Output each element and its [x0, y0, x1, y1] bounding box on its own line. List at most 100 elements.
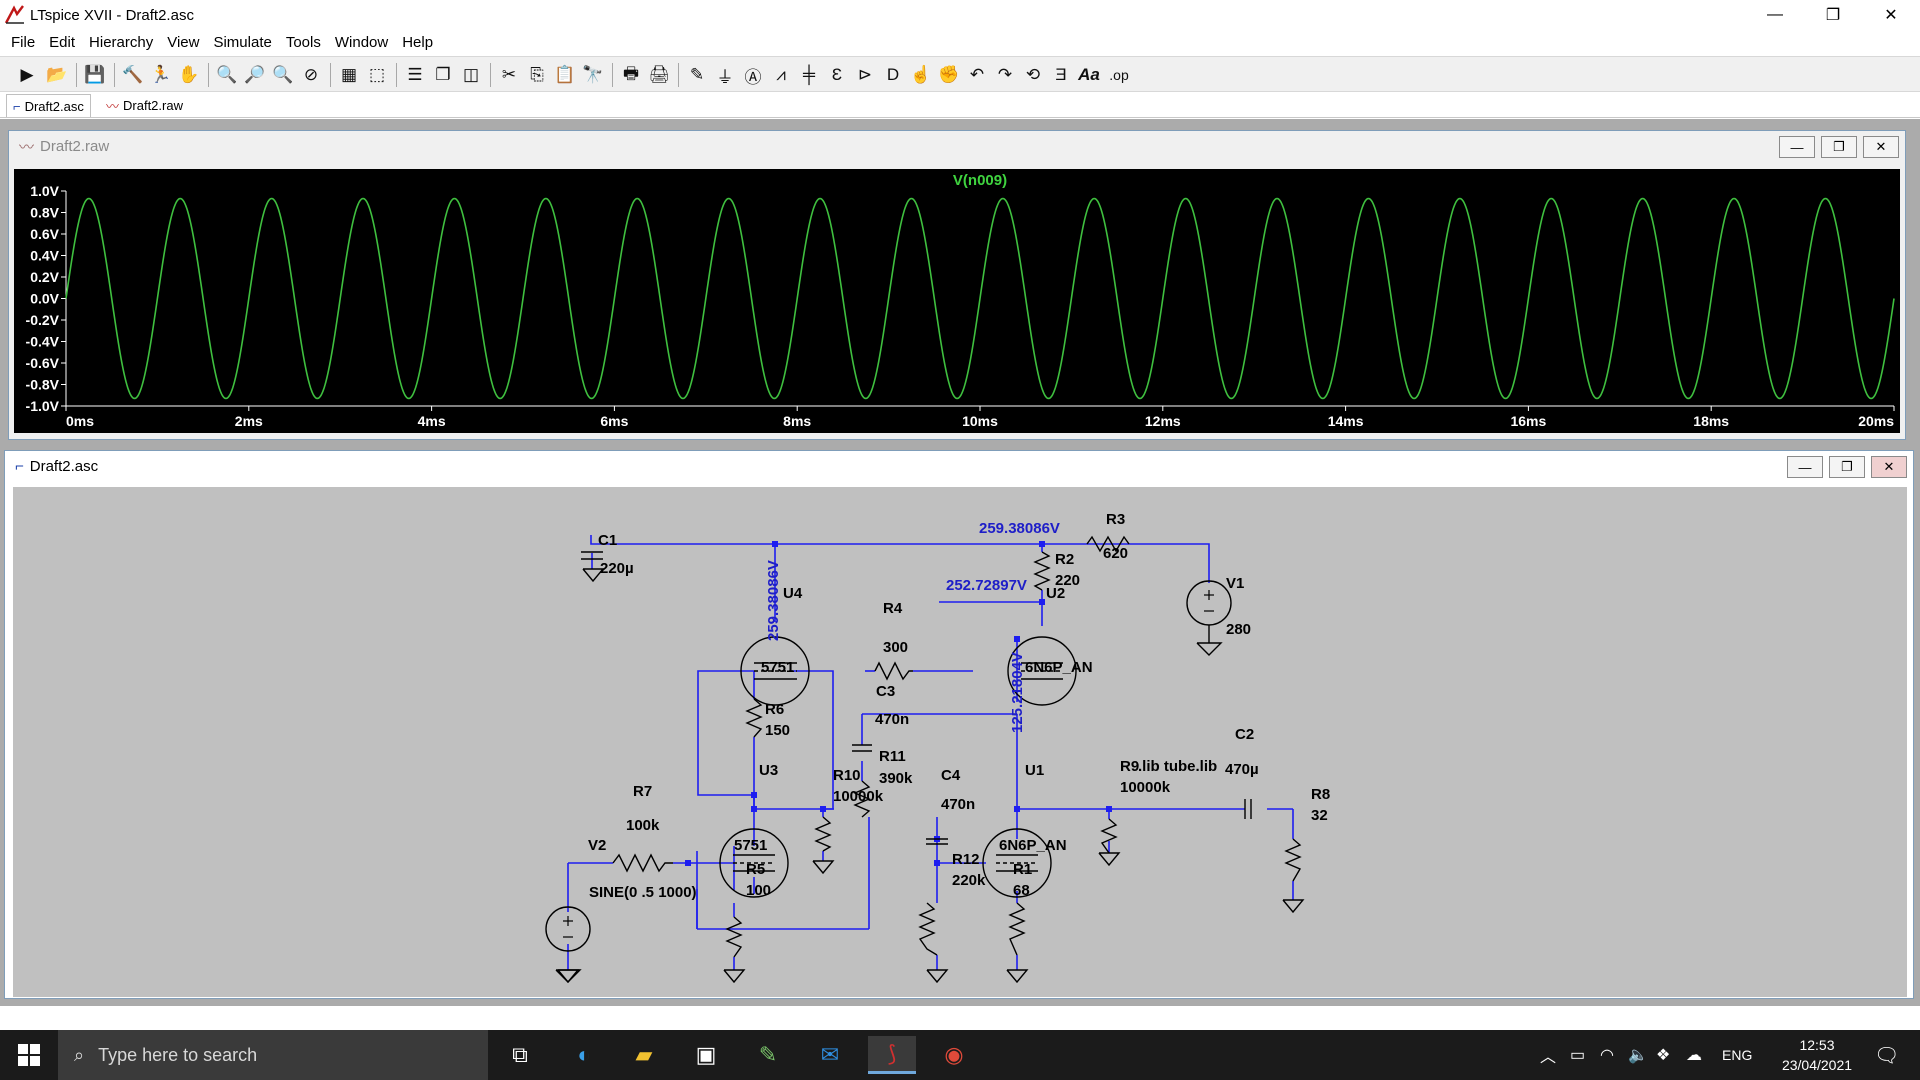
spice-directive[interactable]: .lib tube.lib	[1138, 758, 1217, 775]
menu-hierarchy[interactable]: Hierarchy	[89, 33, 154, 51]
value-r4[interactable]: 300	[883, 639, 908, 656]
value-c1[interactable]: 220µ	[600, 560, 634, 577]
zoom-out-icon[interactable]: 🔍	[272, 65, 294, 84]
schematic-canvas[interactable]: C1 220µ U4 5751 R4 300 R2 220 U2 6N6P_AN…	[13, 487, 1907, 997]
waveform-plot[interactable]: V(n009) 1.0V0.8V0.6V0.4V0.2V0.0V-0.2V-0.…	[14, 169, 1900, 433]
tile-horizontal-icon[interactable]: ☰	[407, 65, 423, 84]
value-r1[interactable]: 68	[1013, 882, 1030, 899]
schematic-window-titlebar[interactable]: ⌐ Draft2.asc	[5, 451, 1913, 481]
dropbox-icon[interactable]: ❖	[1656, 1047, 1671, 1064]
redo-icon[interactable]: ↷	[997, 65, 1013, 84]
start-button[interactable]	[0, 1030, 58, 1080]
spice-directive-icon[interactable]: .op	[1109, 67, 1129, 83]
ref-r8[interactable]: R8	[1311, 786, 1330, 803]
value-r8[interactable]: 32	[1311, 807, 1328, 824]
schematic-window[interactable]: ⌐ Draft2.asc — ❐ ✕	[4, 450, 1914, 999]
ref-r9[interactable]: R9	[1120, 758, 1139, 775]
minimize-button[interactable]: —	[1767, 6, 1783, 23]
ref-u3[interactable]: U3	[759, 762, 778, 779]
value-r6[interactable]: 150	[765, 722, 790, 739]
ref-c3[interactable]: C3	[876, 683, 895, 700]
ref-r1[interactable]: R1	[1013, 861, 1032, 878]
save-icon[interactable]: 💾	[84, 65, 106, 84]
edge-icon[interactable]: ◐	[577, 1042, 591, 1067]
tab-draft2-asc[interactable]: ⌐ Draft2.asc	[6, 94, 91, 117]
ref-r12[interactable]: R12	[952, 851, 980, 868]
chrome-icon[interactable]: ◉	[944, 1042, 964, 1067]
run-icon[interactable]: ▶	[20, 65, 34, 84]
label-net-icon[interactable]: Ⓐ	[744, 67, 762, 87]
menu-help[interactable]: Help	[402, 33, 434, 51]
battery-icon[interactable]: ▭	[1570, 1047, 1586, 1064]
ref-r11[interactable]: R11	[879, 748, 906, 765]
taskbar-search-box[interactable]: ⌕ Type here to search	[58, 1030, 488, 1080]
close-button[interactable]: ✕	[1884, 7, 1898, 24]
menu-file[interactable]: File	[11, 33, 36, 51]
plot-minimize-button[interactable]: —	[1779, 136, 1815, 158]
value-u1[interactable]: 6N6P_AN	[999, 837, 1067, 854]
value-r9[interactable]: 10000k	[1120, 779, 1171, 796]
cascade-icon[interactable]: ❐	[435, 65, 451, 84]
ref-r6[interactable]: R6	[765, 701, 784, 718]
value-v2[interactable]: SINE(0 .5 1000)	[589, 884, 697, 901]
resistor-icon[interactable]: ⩘	[776, 65, 786, 84]
text-icon[interactable]: Aa	[1078, 65, 1100, 84]
restore-button[interactable]: ❐	[1825, 7, 1841, 24]
diode-icon[interactable]: ⊳	[857, 65, 873, 84]
tab-draft2-raw[interactable]: 〰 Draft2.raw	[100, 94, 189, 117]
ref-u2[interactable]: U2	[1046, 585, 1065, 602]
notepad-icon[interactable]: ✎	[758, 1042, 778, 1067]
copy-icon[interactable]: ⎘	[530, 65, 544, 84]
open-icon[interactable]: 📂	[46, 65, 68, 84]
zoom-fit-icon[interactable]: ⬚	[368, 65, 386, 84]
ref-u1[interactable]: U1	[1025, 762, 1044, 779]
menu-simulate[interactable]: Simulate	[213, 33, 272, 51]
value-r2[interactable]: 220	[1055, 572, 1080, 589]
halt-icon[interactable]: 🏃	[150, 65, 172, 84]
ref-u4[interactable]: U4	[783, 585, 803, 602]
value-v1[interactable]: 280	[1226, 621, 1251, 638]
zoom-in-icon[interactable]: 🔍	[216, 65, 238, 84]
value-u4[interactable]: 5751	[761, 659, 794, 676]
menu-edit[interactable]: Edit	[49, 33, 76, 51]
zoom-cancel-icon[interactable]: ⊘	[303, 65, 319, 84]
find-icon[interactable]: 🔭	[582, 65, 604, 84]
value-r3[interactable]: 620	[1103, 545, 1128, 562]
value-c2[interactable]: 470µ	[1225, 761, 1259, 778]
plot-restore-button[interactable]: ❐	[1821, 136, 1857, 158]
ref-r3[interactable]: R3	[1106, 511, 1125, 528]
sch-restore-button[interactable]: ❐	[1829, 456, 1865, 478]
mirror-icon[interactable]: Ǝ	[1055, 65, 1067, 84]
zoom-area-icon[interactable]: 🔎	[244, 65, 266, 84]
ref-c2[interactable]: C2	[1235, 726, 1254, 743]
terminal-icon[interactable]: ▣	[695, 1042, 717, 1067]
autorange-icon[interactable]: ▦	[340, 65, 358, 84]
sch-close-button[interactable]: ✕	[1871, 456, 1907, 478]
draw-wire-icon[interactable]: ✎	[689, 65, 705, 84]
tile-vertical-icon[interactable]: ◫	[462, 65, 480, 84]
value-c4[interactable]: 470n	[941, 796, 975, 813]
ref-r10[interactable]: R10	[833, 767, 861, 784]
ref-r5[interactable]: R5	[746, 861, 765, 878]
value-r12[interactable]: 220k	[952, 872, 986, 889]
ref-c4[interactable]: C4	[941, 767, 961, 784]
component-icon[interactable]: D	[886, 65, 900, 84]
menu-window[interactable]: Window	[334, 33, 389, 51]
value-r10[interactable]: 10000k	[833, 788, 884, 805]
clock[interactable]: 12:53 23/04/2021	[1772, 1035, 1862, 1075]
ground-icon[interactable]: ⏚	[716, 67, 734, 87]
value-r11[interactable]: 390k	[879, 770, 913, 787]
value-u3[interactable]: 5751	[734, 837, 767, 854]
control-panel-icon[interactable]: 🔨	[122, 65, 144, 84]
ref-r4[interactable]: R4	[883, 600, 903, 617]
value-u2[interactable]: 6N6P_AN	[1025, 659, 1093, 676]
trace-title[interactable]: V(n009)	[953, 172, 1007, 189]
menu-view[interactable]: View	[167, 33, 200, 51]
plot-close-button[interactable]: ✕	[1863, 136, 1899, 158]
sch-minimize-button[interactable]: —	[1787, 456, 1823, 478]
print-setup-icon[interactable]: 🖨	[648, 65, 670, 84]
ref-c1[interactable]: C1	[598, 532, 617, 549]
capacitor-icon[interactable]: ╪	[802, 65, 816, 84]
undo-icon[interactable]: ↶	[969, 65, 985, 84]
